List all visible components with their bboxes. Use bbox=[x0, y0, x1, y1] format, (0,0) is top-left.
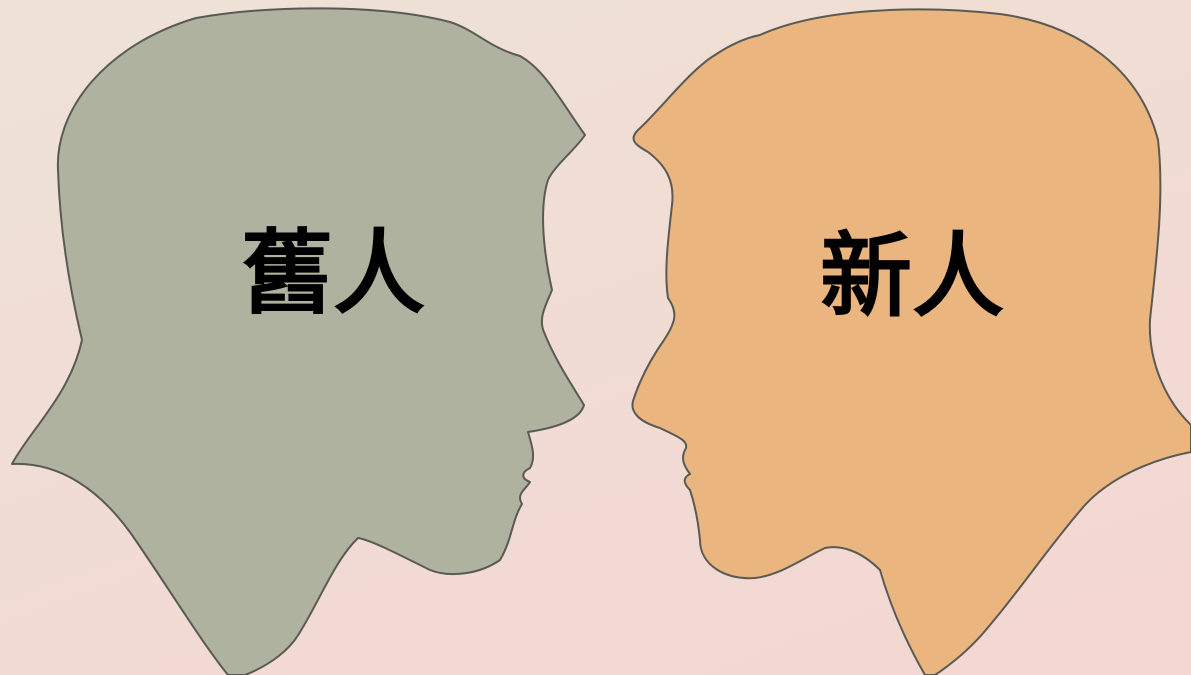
new-person-head: 新人 bbox=[631, 8, 1191, 675]
old-head-silhouette bbox=[11, 7, 586, 675]
new-head-silhouette bbox=[631, 8, 1191, 675]
new-person-label: 新人 bbox=[820, 223, 1004, 330]
old-person-head: 舊人 bbox=[11, 7, 586, 675]
old-person-label: 舊人 bbox=[241, 220, 425, 327]
